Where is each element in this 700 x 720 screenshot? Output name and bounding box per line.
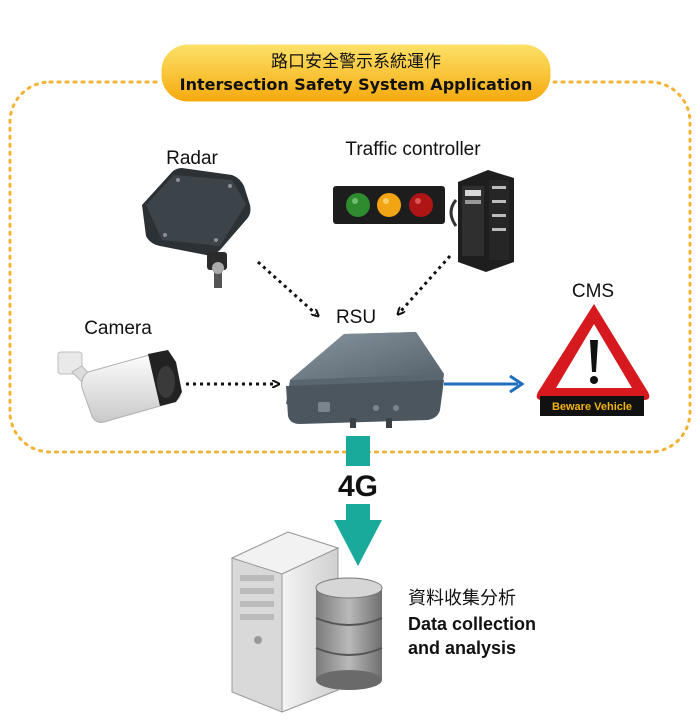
radar-label: Radar bbox=[166, 148, 218, 169]
radar-icon bbox=[142, 168, 251, 288]
link-label: 4G bbox=[338, 470, 378, 503]
data-label-line2: and analysis bbox=[408, 638, 516, 658]
rsu-icon bbox=[286, 332, 444, 428]
cms-sign-text: Beware Vehicle bbox=[552, 401, 632, 413]
warning-sign-icon bbox=[536, 304, 650, 416]
controller-to-rsu-arrow bbox=[400, 255, 452, 312]
rsu-to-cms-arrow bbox=[444, 374, 525, 394]
rsu-label: RSU bbox=[336, 307, 376, 328]
traffic-controller-label: Traffic controller bbox=[345, 139, 481, 160]
radar-to-rsu-arrow bbox=[256, 260, 316, 314]
controller-cabinet-icon bbox=[449, 170, 514, 272]
title-english: Intersection Safety System Application bbox=[180, 75, 533, 94]
data-label-chinese: 資料收集分析 bbox=[408, 588, 516, 609]
data-label-line1: Data collection bbox=[408, 614, 536, 634]
traffic-light-icon bbox=[333, 186, 445, 224]
camera-icon bbox=[57, 350, 182, 423]
uplink-arrow bbox=[334, 436, 382, 566]
database-icon bbox=[315, 577, 383, 690]
camera-label: Camera bbox=[84, 318, 152, 339]
cms-label: CMS bbox=[572, 281, 614, 302]
title-chinese: 路口安全警示系統運作 bbox=[271, 52, 441, 72]
title-banner: 路口安全警示系統運作 Intersection Safety System Ap… bbox=[158, 41, 554, 105]
